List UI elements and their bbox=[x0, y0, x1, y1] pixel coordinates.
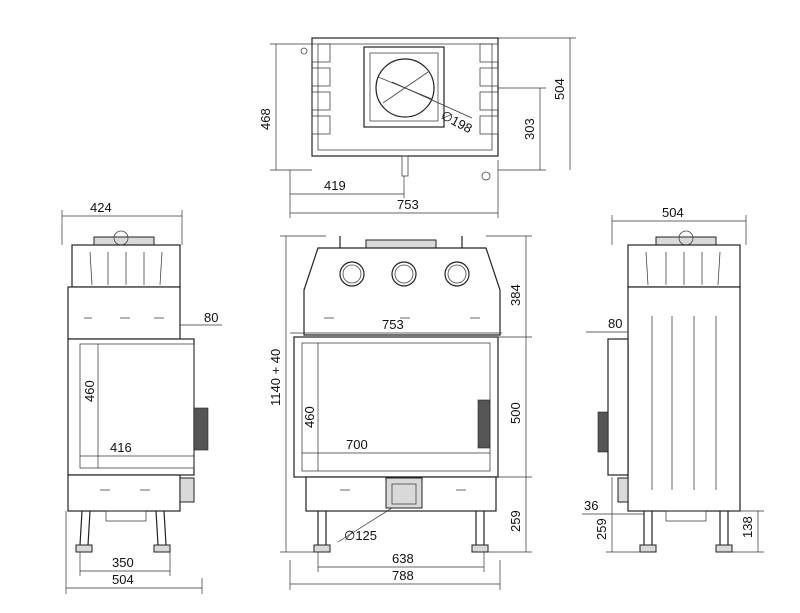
label-right-foot-h: 138 bbox=[740, 516, 755, 538]
top-view: ∅198 468 419 753 303 504 bbox=[258, 37, 576, 218]
label-front-inner-w: 753 bbox=[382, 317, 404, 332]
top-view-knob bbox=[481, 171, 491, 181]
label-top-offset: 419 bbox=[324, 178, 346, 193]
label-right-base-h: 259 bbox=[594, 518, 609, 540]
top-view-body bbox=[311, 37, 499, 157]
label-top-depth: 468 bbox=[258, 108, 273, 130]
top-view-flue-circle bbox=[375, 58, 435, 118]
front-view-air-inlet bbox=[385, 477, 423, 509]
top-view-flue-plate bbox=[363, 46, 445, 128]
label-left-feet: 350 bbox=[112, 555, 134, 570]
front-view-vent-3 bbox=[444, 261, 470, 287]
label-front-base-h: 259 bbox=[508, 510, 523, 532]
front-view-vent-2 bbox=[391, 261, 417, 287]
right-side-view: 504 80 36 259 138 bbox=[582, 205, 764, 553]
label-front-air: ∅125 bbox=[344, 528, 377, 543]
right-view-door bbox=[607, 338, 629, 476]
label-left-glass-w: 416 bbox=[110, 440, 132, 455]
label-front-feet: 638 bbox=[392, 551, 414, 566]
label-left-door-depth: 80 bbox=[204, 310, 218, 325]
label-left-glass-h: 460 bbox=[82, 380, 97, 402]
label-right-foot-offset: 36 bbox=[584, 498, 598, 513]
label-top-flue-pos: 303 bbox=[522, 118, 537, 140]
left-side-view: 424 80 460 416 350 504 bbox=[61, 200, 222, 594]
label-left-width: 424 bbox=[90, 200, 112, 215]
label-top-overall: 504 bbox=[552, 78, 567, 100]
left-view-door bbox=[67, 338, 195, 476]
left-view-handle bbox=[193, 407, 209, 451]
label-front-top-h: 384 bbox=[508, 284, 523, 306]
front-view-hood bbox=[303, 247, 501, 336]
label-front-overall: 788 bbox=[392, 568, 414, 583]
label-right-door-depth: 80 bbox=[608, 316, 622, 331]
front-view: 384 753 1140 + 40 460 700 500 259 ∅125 6… bbox=[268, 235, 532, 590]
label-left-overall: 504 bbox=[112, 572, 134, 587]
label-front-total-h: 1140 + 40 bbox=[268, 349, 283, 406]
label-front-glass-h: 460 bbox=[302, 406, 317, 428]
label-right-width: 504 bbox=[662, 205, 684, 220]
label-top-width: 753 bbox=[397, 197, 419, 212]
right-view-body bbox=[627, 286, 741, 512]
label-front-door-h: 500 bbox=[508, 402, 523, 424]
front-view-vent-1 bbox=[339, 261, 365, 287]
front-view-door bbox=[293, 336, 499, 478]
label-front-glass-w: 700 bbox=[346, 437, 368, 452]
front-view-handle bbox=[477, 399, 491, 449]
